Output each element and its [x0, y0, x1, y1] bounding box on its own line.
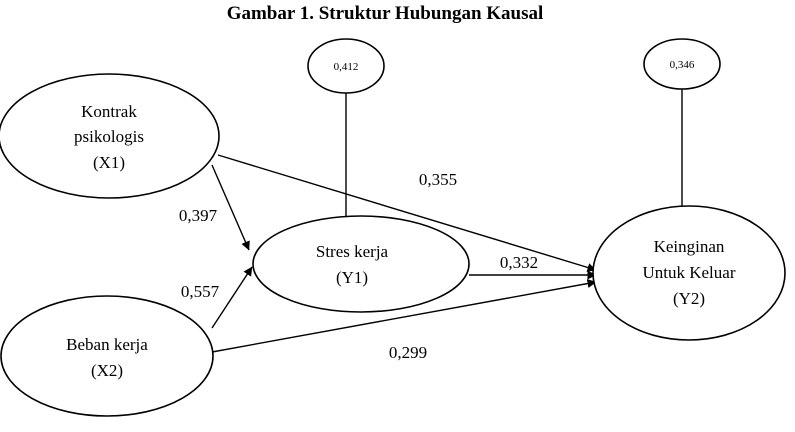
- node-x2: Beban kerja (X2): [0, 295, 214, 417]
- error-value-e1: 0,412: [334, 61, 359, 73]
- path-x1-y1: [211, 164, 250, 251]
- error-value-e2: 0,346: [670, 59, 695, 71]
- coef-x2-y1: 0,557: [181, 282, 220, 301]
- coef-x1-y2: 0,355: [419, 170, 457, 189]
- path-x1-y2: [217, 154, 597, 272]
- node-x2-line-2: (X2): [91, 361, 123, 380]
- coef-x1-y1: 0,397: [179, 206, 218, 225]
- node-y1-line-1: Stres kerja: [316, 242, 389, 261]
- node-y1-line-2: (Y1): [336, 268, 368, 287]
- figure-title: Gambar 1. Struktur Hubungan Kausal: [227, 3, 544, 24]
- node-x1: Kontrak psikologis (X1): [0, 73, 220, 199]
- coef-x2-y2: 0,299: [389, 343, 427, 362]
- coef-y1-y2: 0,332: [500, 253, 538, 272]
- node-x1-line-1: Kontrak: [81, 102, 137, 121]
- node-y1: Stres kerja (Y1): [252, 215, 470, 313]
- node-x1-line-2: psikologis: [74, 127, 144, 146]
- path-x2-y1: [211, 266, 253, 329]
- node-y2-line-2: Untuk Keluar: [642, 263, 735, 282]
- node-x2-line-1: Beban kerja: [66, 335, 148, 354]
- node-y2-line-1: Keinginan: [654, 237, 725, 256]
- error-node-e1: [307, 38, 385, 94]
- path-x2-y2: [211, 279, 597, 353]
- error-node-e2: [643, 38, 721, 90]
- node-y2-line-3: (Y2): [673, 289, 705, 308]
- node-x1-line-3: (X1): [93, 153, 125, 172]
- node-y2: Keinginan Untuk Keluar (Y2): [592, 205, 786, 341]
